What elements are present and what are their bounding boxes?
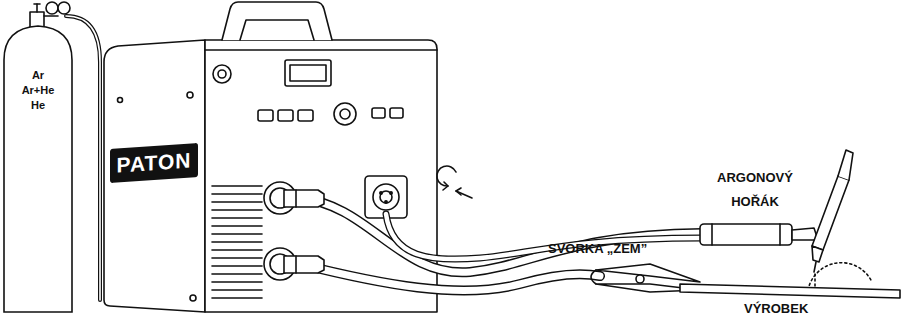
vent-grille (212, 193, 262, 195)
welding-machine (104, 40, 205, 312)
vent-grille (212, 186, 262, 298)
ground-cable (300, 264, 600, 291)
welding-machine (190, 295, 196, 301)
control-panel (285, 60, 331, 86)
brand-name: PATON (112, 146, 196, 180)
part-label: VÝROBEK (744, 301, 854, 317)
vent-grille (212, 185, 262, 187)
workpiece (680, 284, 900, 298)
vent-grille (212, 297, 262, 299)
cable-plug (284, 190, 324, 207)
vent-grille (212, 209, 262, 211)
welding-machine (118, 98, 123, 103)
rotate-symbol (437, 166, 472, 198)
control-panel (340, 109, 350, 119)
ground-clamp (636, 275, 644, 283)
vent-grille (212, 201, 262, 203)
part-label: ARGONOVÝ HOŘÁK (705, 166, 805, 214)
cable-plug (295, 190, 297, 207)
tig-torch (838, 150, 853, 180)
control-panel (213, 65, 231, 83)
torch-hose (300, 198, 702, 272)
control-connector (373, 184, 399, 210)
part-label: SVORKA „ZEM” (548, 241, 678, 257)
cable-plug (295, 256, 297, 273)
vent-grille (212, 249, 262, 251)
tig-torch (700, 224, 792, 245)
torch-hose (300, 198, 702, 272)
cable-plug (284, 190, 324, 273)
control-connector (390, 192, 392, 194)
torch-hose (386, 214, 702, 259)
control-panel (390, 108, 403, 118)
cable-plug (284, 256, 324, 273)
rotate-symbol (456, 188, 461, 195)
vent-grille (212, 233, 262, 235)
control-connector (380, 191, 392, 203)
gas-cylinder: Ar Ar+He He (2, 20, 74, 314)
vent-grille (212, 273, 262, 275)
gas-type: Ar Ar+He He (18, 68, 58, 113)
rotate-symbol (443, 182, 448, 190)
control-connector (380, 192, 382, 194)
vent-grille (212, 241, 262, 243)
vent-grille (212, 225, 262, 227)
tig-torch (812, 176, 849, 250)
control-panel (213, 60, 403, 125)
welding-machine (187, 92, 193, 98)
tig-torch (814, 262, 816, 272)
vent-grille (212, 265, 262, 267)
tig-torch (779, 224, 781, 245)
ground-clamp (591, 270, 596, 284)
vent-grille (212, 281, 262, 283)
tig-torch (812, 246, 823, 262)
welding-machine (205, 40, 437, 312)
gas-regulator (36, 4, 38, 12)
welding-machine (240, 20, 314, 40)
welding-machine (222, 2, 332, 40)
cylinder-outline (2, 20, 74, 314)
vent-grille (212, 257, 262, 259)
control-panel (372, 108, 385, 118)
torch-hose (386, 214, 702, 259)
torch-hose (300, 198, 702, 272)
gas-regulator (58, 2, 70, 14)
gas-regulator (30, 2, 70, 28)
ground-cable (300, 264, 600, 291)
control-panel (334, 103, 356, 125)
angle-mark (808, 263, 872, 290)
control-connector (385, 201, 387, 203)
control-panel (290, 65, 326, 81)
rotate-symbol (437, 166, 456, 186)
control-panel (298, 110, 313, 121)
control-panel (278, 110, 293, 121)
cylinder-outline (4, 26, 72, 312)
brand-logo: PATON (110, 143, 198, 183)
vent-grille (212, 289, 262, 291)
workpiece (680, 284, 900, 298)
welding-machine (104, 2, 437, 312)
gas-regulator (44, 15, 58, 17)
ground-cable (300, 264, 600, 291)
welding-machine (205, 49, 437, 51)
gas-regulator (46, 2, 58, 14)
vent-grille (212, 217, 262, 219)
control-panel (258, 110, 273, 121)
tig-torch (700, 150, 853, 272)
ground-clamp (596, 264, 700, 282)
tig-torch (711, 224, 713, 245)
control-panel (218, 70, 226, 78)
